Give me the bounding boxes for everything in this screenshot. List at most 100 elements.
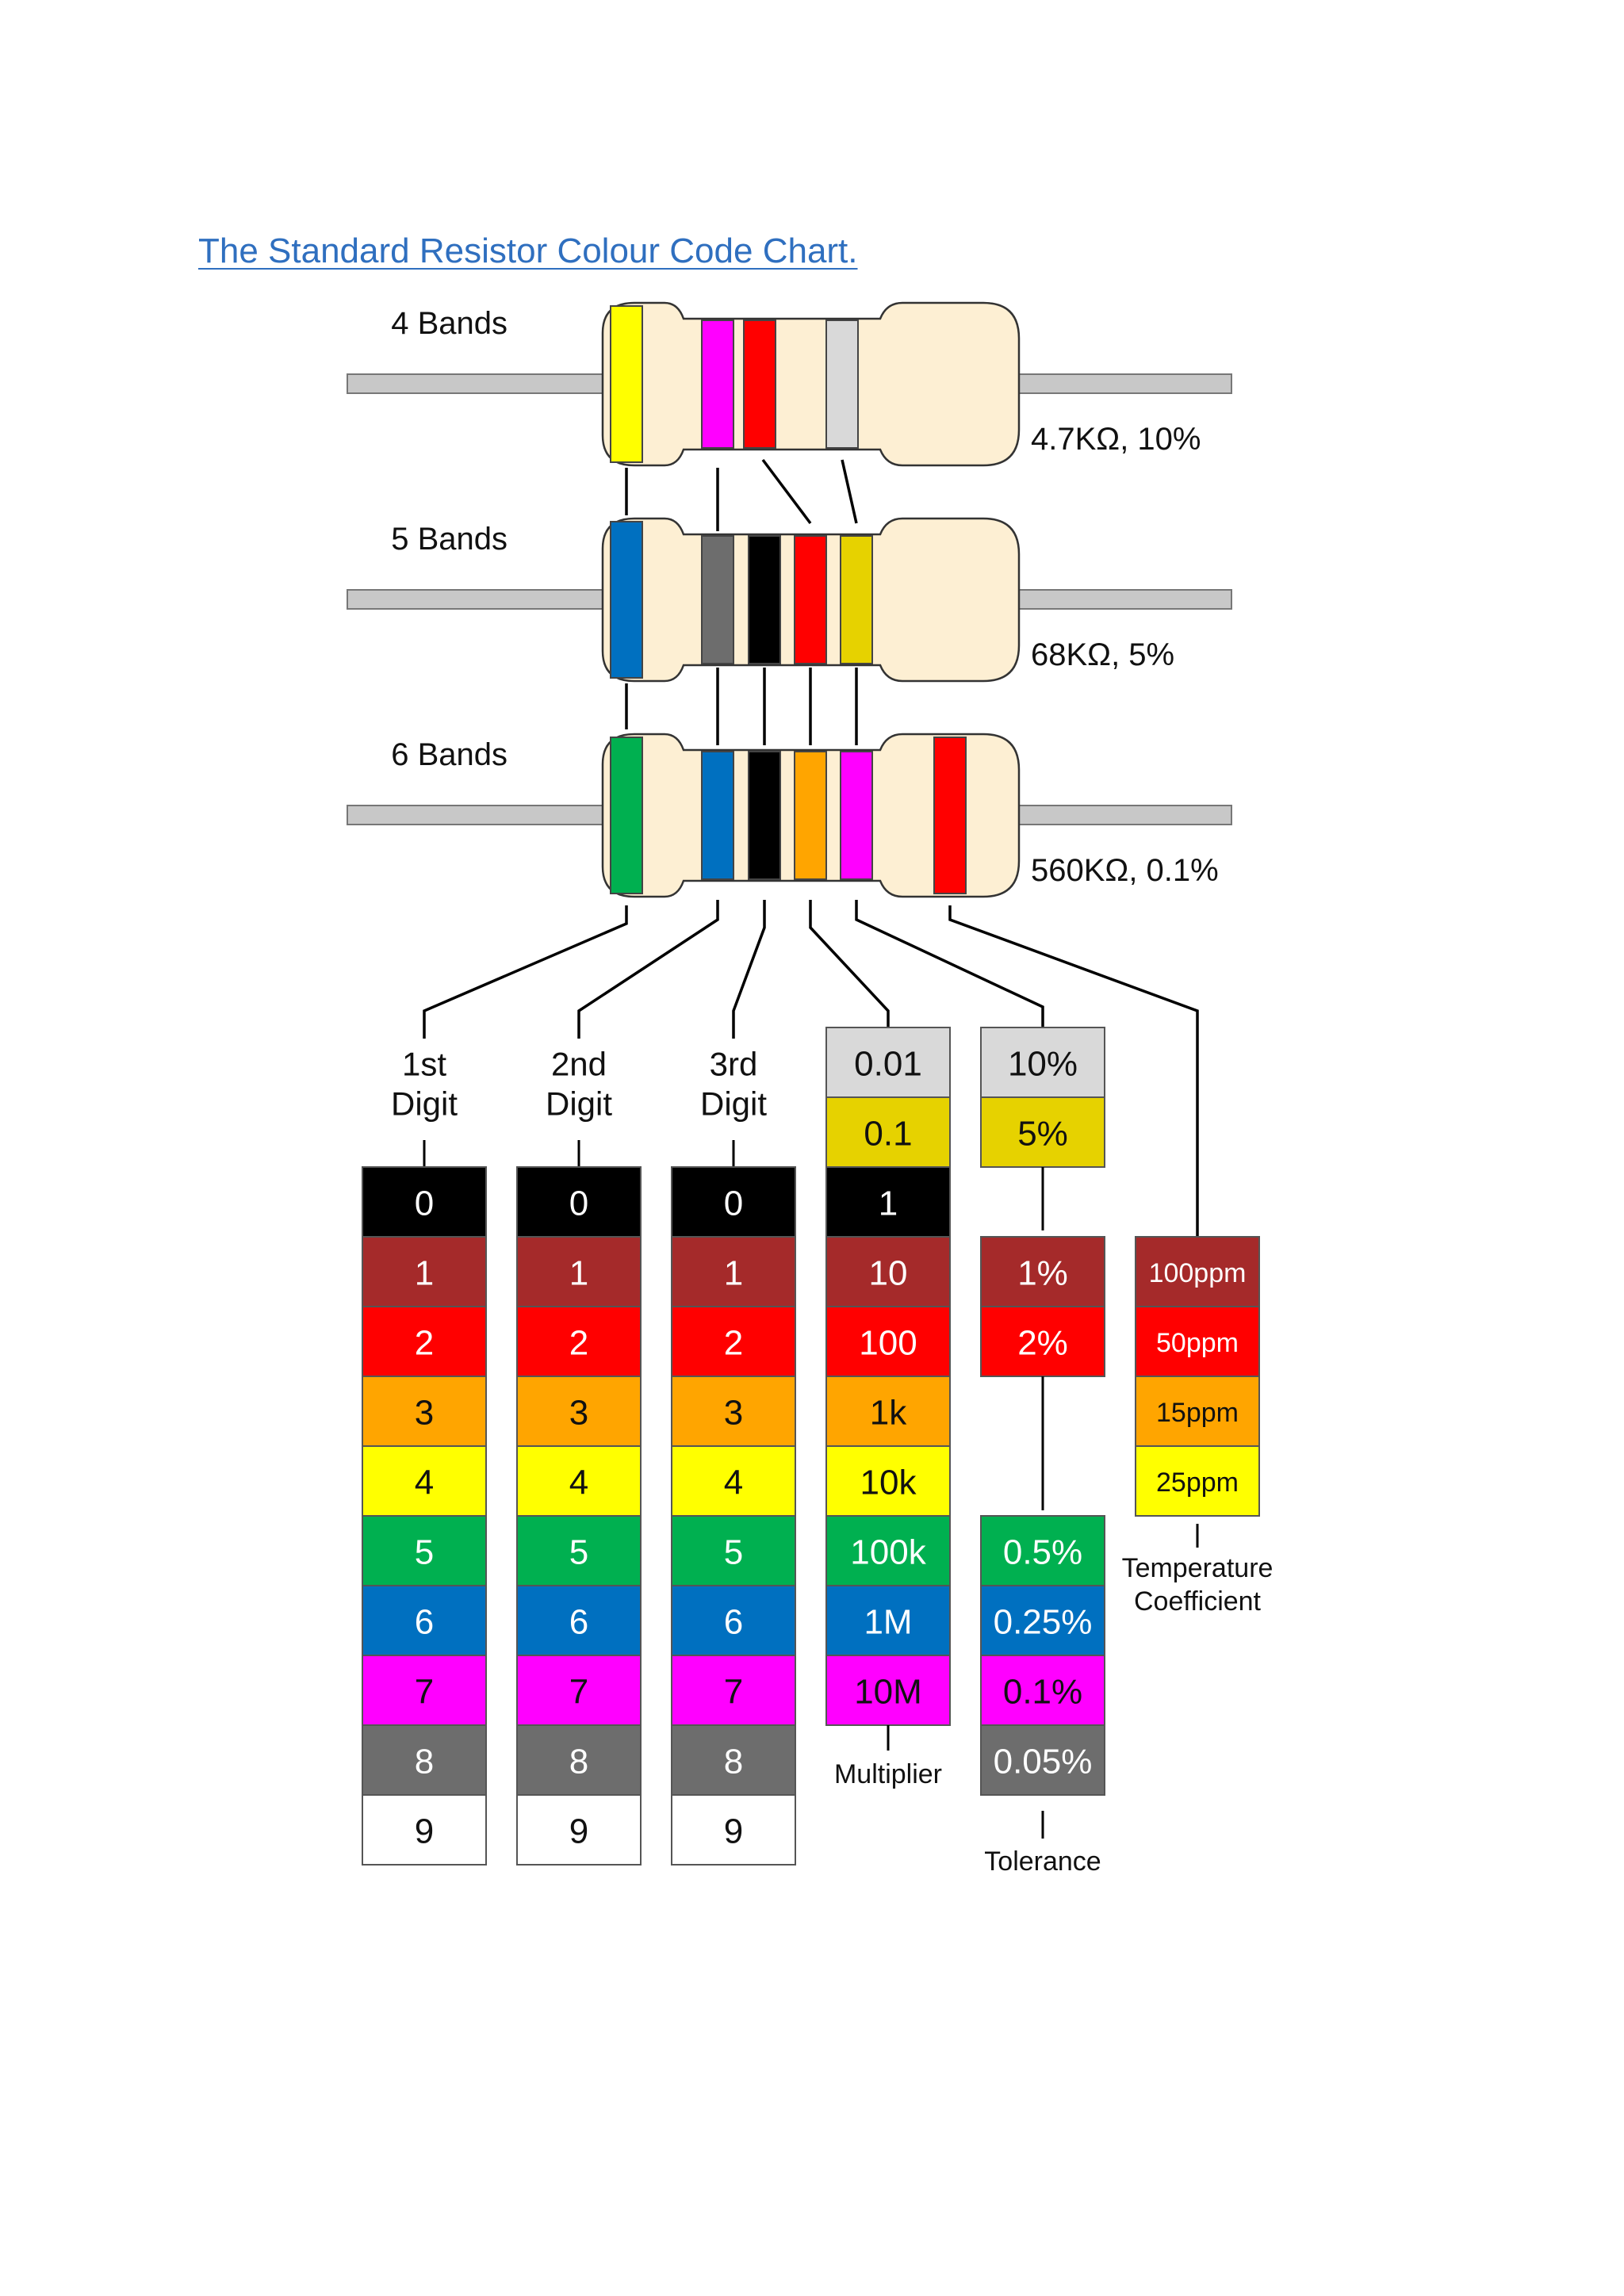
cell-label: 5 (415, 1533, 434, 1572)
colour-cell: 7 (362, 1655, 487, 1726)
cell-label: 8 (569, 1743, 588, 1781)
colour-cell: 0 (671, 1166, 796, 1238)
resistor-value: 68KΩ, 5% (1031, 637, 1174, 672)
cell-swatch (671, 1166, 796, 1238)
colour-cell: 100 (825, 1306, 951, 1377)
cell-swatch (671, 1515, 796, 1586)
colour-cell: 100k (825, 1515, 951, 1586)
cell-swatch (671, 1445, 796, 1517)
cell-swatch (362, 1445, 487, 1517)
cell-label: 0.01 (854, 1045, 922, 1084)
colour-cell: 10 (825, 1236, 951, 1307)
colour-cell: 9 (671, 1794, 796, 1866)
colour-cell: 6 (362, 1585, 487, 1656)
cell-label: 1 (724, 1254, 743, 1293)
cell-label: 100k (850, 1533, 926, 1572)
colour-cell: 9 (362, 1794, 487, 1866)
cell-swatch (516, 1515, 642, 1586)
cell-label: 1k (870, 1394, 907, 1433)
cell-label: 0.5% (1003, 1533, 1082, 1572)
colour-cell: 2% (980, 1306, 1105, 1377)
cell-label: 25ppm (1156, 1468, 1239, 1498)
colour-cell: 8 (362, 1724, 487, 1796)
header-line: Digit (700, 1085, 767, 1123)
cell-swatch (1135, 1445, 1260, 1517)
colour-cell: 0.1% (980, 1655, 1105, 1726)
colour-cell: 4 (671, 1445, 796, 1517)
colour-cell: 7 (516, 1655, 642, 1726)
colour-cell: 1M (825, 1585, 951, 1656)
connector (577, 900, 719, 1039)
cell-swatch (671, 1655, 796, 1726)
band-blue (610, 521, 643, 679)
column-footer: Temperature (1122, 1553, 1274, 1583)
column-footer: Multiplier (834, 1759, 942, 1789)
cell-label: 100ppm (1149, 1258, 1247, 1288)
connector (761, 458, 812, 525)
tolerance-group: 1%2% (980, 1236, 1105, 1377)
connector (423, 905, 628, 1039)
header-line: 2nd (551, 1046, 607, 1083)
colour-cell: 1% (980, 1236, 1105, 1307)
cell-label: 0 (569, 1184, 588, 1223)
cell-label: 2 (724, 1324, 743, 1363)
colour-cell: 1 (825, 1166, 951, 1238)
cell-swatch (362, 1655, 487, 1726)
header-line: 3rd (710, 1046, 758, 1083)
cell-label: 100 (859, 1324, 917, 1363)
resistor-name: 6 Bands (391, 737, 508, 772)
cell-swatch (362, 1585, 487, 1656)
cell-label: 0 (415, 1184, 434, 1223)
page-title[interactable]: The Standard Resistor Colour Code Chart. (198, 232, 858, 270)
colour-cell: 10k (825, 1445, 951, 1517)
header-line: Digit (391, 1085, 458, 1123)
resistor-name: 4 Bands (391, 306, 508, 341)
cell-swatch (516, 1236, 642, 1307)
colour-cell: 2 (516, 1306, 642, 1377)
colour-cell: 100ppm (1135, 1236, 1260, 1307)
cell-label: 7 (569, 1673, 588, 1712)
band-red (933, 737, 967, 894)
header-line: 1st (402, 1046, 446, 1083)
cell-label: 0 (724, 1184, 743, 1223)
connector (855, 900, 1044, 1031)
cell-label: 2 (415, 1324, 434, 1363)
cell-label: 1 (879, 1184, 898, 1223)
cell-swatch (671, 1585, 796, 1656)
colour-cell: 2 (362, 1306, 487, 1377)
colour-cell: 0.05% (980, 1724, 1105, 1796)
cell-swatch (516, 1794, 642, 1866)
colour-cell: 8 (671, 1724, 796, 1796)
cell-label: 9 (415, 1812, 434, 1851)
colour-cell: 15ppm (1135, 1376, 1260, 1447)
colour-cell: 0.5% (980, 1515, 1105, 1586)
colour-cell: 50ppm (1135, 1306, 1260, 1377)
cell-label: 0.05% (994, 1743, 1093, 1781)
cell-swatch (671, 1724, 796, 1796)
cell-swatch (825, 1515, 951, 1586)
cell-swatch (516, 1306, 642, 1377)
band-silver (825, 320, 859, 449)
colour-cell: 6 (516, 1585, 642, 1656)
colour-cell: 9 (516, 1794, 642, 1866)
connector-lines (423, 458, 1199, 1237)
cell-label: 1 (415, 1254, 434, 1293)
cell-swatch (980, 1515, 1105, 1586)
cell-label: 1M (864, 1603, 912, 1642)
cell-label: 5 (724, 1533, 743, 1572)
connector (841, 459, 858, 524)
resistor-value: 560KΩ, 0.1% (1031, 853, 1219, 888)
cell-label: 4 (569, 1464, 588, 1502)
colour-cell: 10% (980, 1027, 1105, 1098)
cell-label: 6 (415, 1603, 434, 1642)
colour-cell: 7 (671, 1655, 796, 1726)
colour-cell: 2 (671, 1306, 796, 1377)
band-gold (840, 535, 873, 664)
cell-swatch (825, 1655, 951, 1726)
cell-label: 1 (569, 1254, 588, 1293)
colour-cell: 3 (671, 1376, 796, 1447)
colour-cell: 0 (516, 1166, 642, 1238)
cell-label: 10M (854, 1673, 922, 1712)
cell-swatch (825, 1585, 951, 1656)
